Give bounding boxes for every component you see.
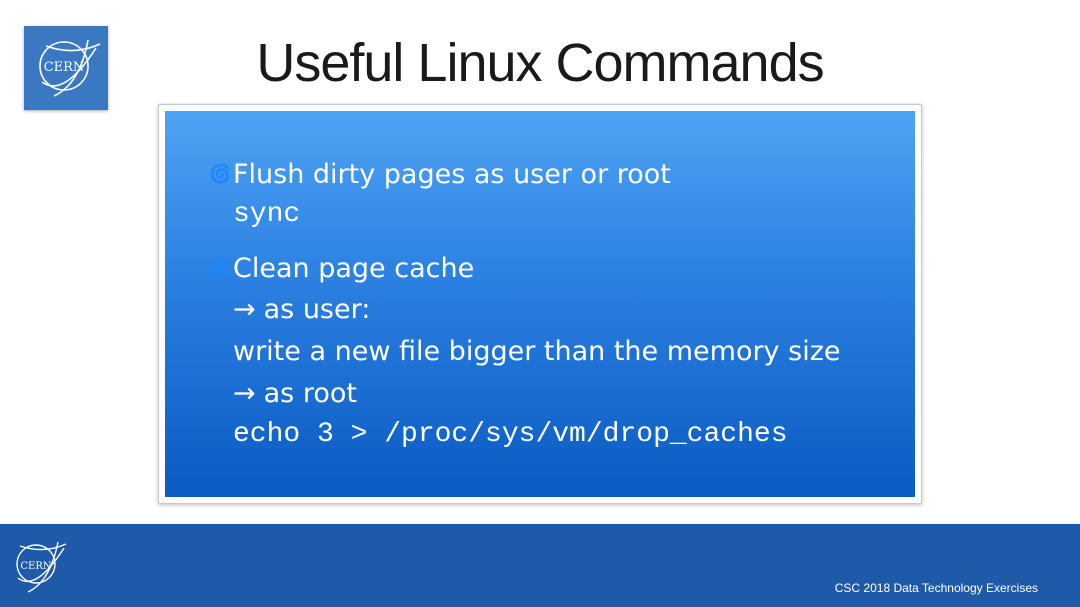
arrow-icon: →: [233, 294, 256, 325]
svg-text:CERN: CERN: [44, 60, 85, 75]
swirl-bullet-icon: 🌀: [209, 164, 232, 185]
cern-logo-bottom: CERN: [6, 532, 74, 600]
svg-text:CERN: CERN: [20, 561, 51, 572]
cern-logo-top: CERN: [24, 26, 108, 110]
bullet-list: 🌀 Flush dirty pages as user or root sync…: [209, 155, 889, 455]
bullet-clean-text: Clean page cache: [233, 253, 475, 284]
as-root-label: as root: [263, 378, 357, 409]
bullet-flush-text: Flush dirty pages as user or root: [233, 159, 671, 190]
code-drop-caches: echo 3 > /proc/sys/vm/drop_caches: [233, 419, 788, 450]
as-user-label: as user:: [263, 294, 371, 325]
footer-caption: CSC 2018 Data Technology Exercises: [834, 581, 1038, 595]
content-panel: 🌀 Flush dirty pages as user or root sync…: [165, 111, 915, 497]
bullet-flush: 🌀 Flush dirty pages as user or root: [209, 155, 889, 195]
cern-logo-icon: CERN: [39, 39, 101, 97]
slide-title: Useful Linux Commands: [256, 33, 824, 93]
as-user-line: →as user:: [209, 289, 889, 331]
code-sync: sync: [233, 199, 301, 230]
swirl-bullet-icon: 🌀: [209, 258, 232, 279]
footer-bar: CERN CSC 2018 Data Technology Exercises: [0, 524, 1080, 607]
user-action-line: write a new file bigger than the memory …: [233, 336, 841, 367]
as-root-line: →as root: [209, 373, 889, 415]
arrow-icon: →: [233, 378, 256, 409]
bullet-clean-cache: 🌀 Clean page cache: [209, 249, 889, 289]
cern-logo-icon: CERN: [16, 541, 67, 593]
content-frame: 🌀 Flush dirty pages as user or root sync…: [158, 104, 922, 504]
